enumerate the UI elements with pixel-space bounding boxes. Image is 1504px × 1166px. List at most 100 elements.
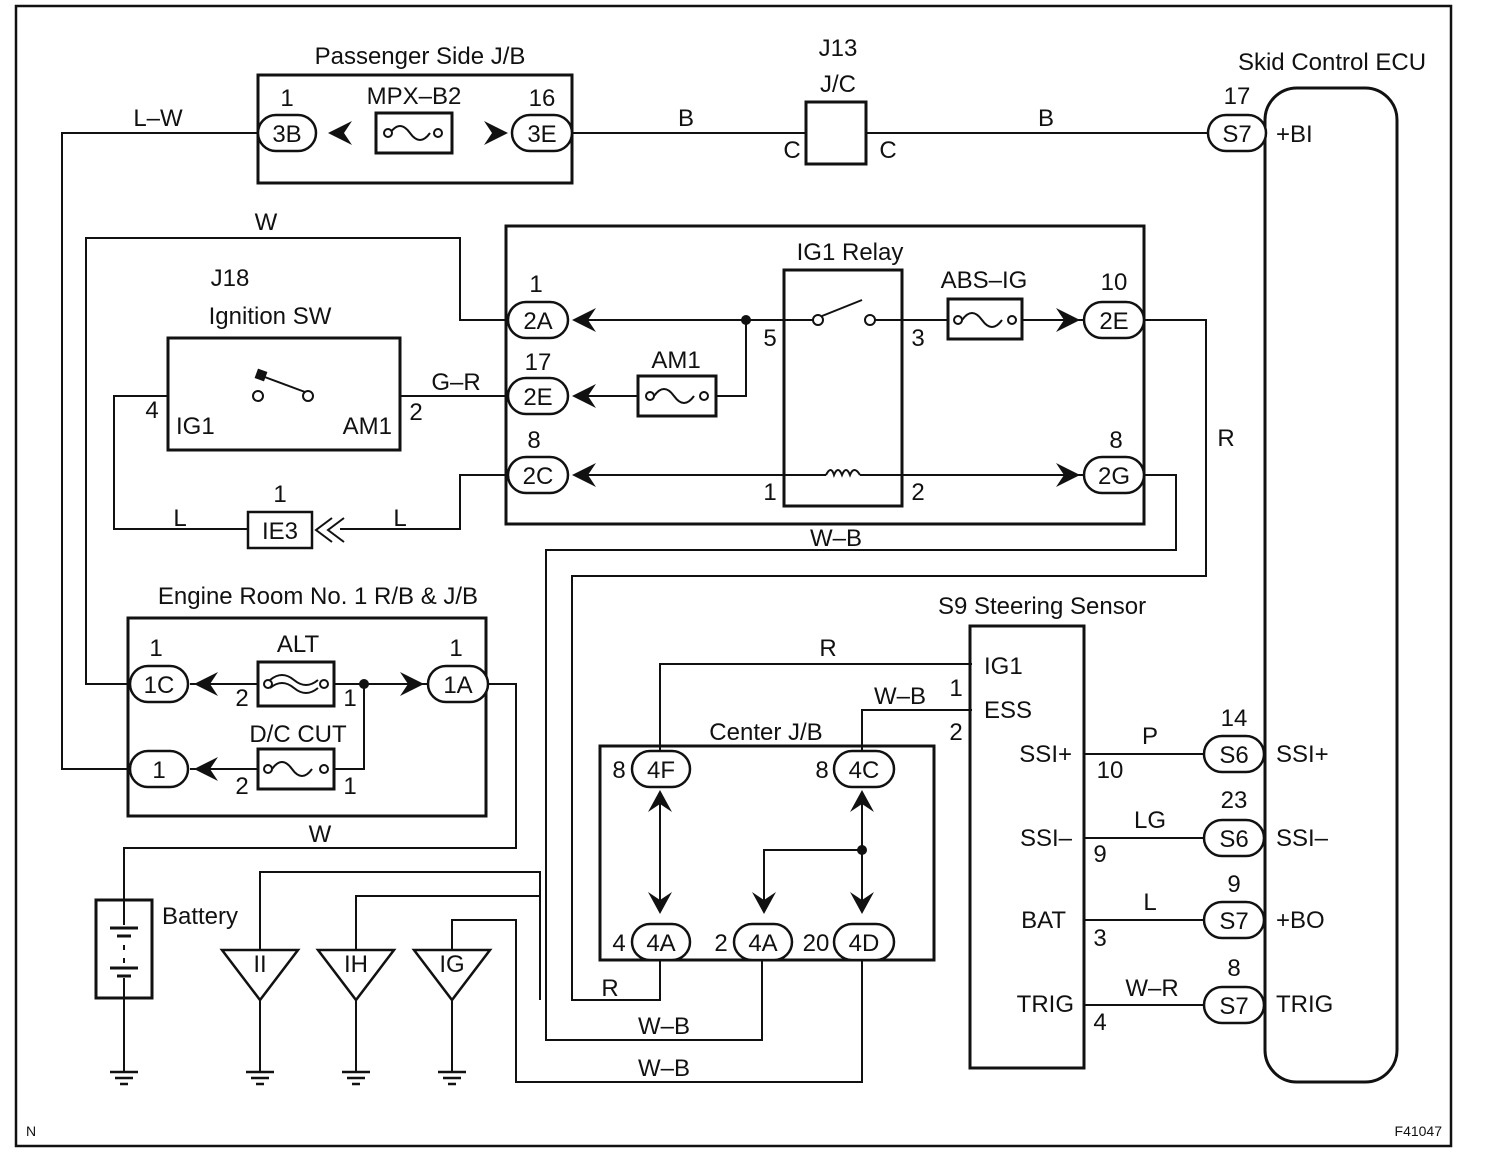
- svg-text:4A: 4A: [748, 930, 777, 957]
- svg-text:1: 1: [949, 675, 962, 702]
- svg-text:4F: 4F: [647, 757, 675, 784]
- ground-point-ih: IH: [315, 948, 397, 1003]
- svg-text:3: 3: [1093, 925, 1106, 952]
- svg-text:II: II: [253, 951, 266, 978]
- splice-dot: [741, 315, 751, 325]
- svg-text:G–R: G–R: [431, 369, 480, 396]
- svg-text:B: B: [1038, 105, 1054, 132]
- svg-text:1: 1: [763, 479, 776, 506]
- svg-text:W–B: W–B: [810, 525, 862, 552]
- wire-color-codes: L–W B B W G–R L L R W–B W R W–B P LG L W…: [133, 105, 1234, 1082]
- svg-text:3B: 3B: [272, 121, 301, 148]
- ignition-switch-contact: [252, 368, 314, 402]
- svg-text:8: 8: [527, 427, 540, 454]
- fuse-labels: MPX–B2 ABS–IG AM1 ALT D/C CUT: [249, 83, 1027, 748]
- svg-text:1: 1: [273, 481, 286, 508]
- svg-text:SSI–: SSI–: [1276, 825, 1329, 852]
- svg-text:S7: S7: [1219, 908, 1248, 935]
- svg-text:10: 10: [1097, 757, 1124, 784]
- skid-ecu-box: [1263, 86, 1399, 1084]
- svg-text:W–B: W–B: [874, 683, 926, 710]
- fuse-abs-ig: [946, 297, 1024, 341]
- svg-text:S7: S7: [1222, 121, 1251, 148]
- svg-text:SSI–: SSI–: [1020, 825, 1073, 852]
- chassis-ground-icon: [108, 1070, 140, 1086]
- svg-text:J13: J13: [819, 35, 858, 62]
- terminal-names: +BI IG1 AM1 IG1 ESS SSI+ SSI– BAT TRIG S…: [176, 121, 1333, 1018]
- svg-text:J/C: J/C: [820, 71, 856, 98]
- svg-text:Skid Control ECU: Skid Control ECU: [1238, 49, 1426, 76]
- ie3-open-arrow: [314, 517, 333, 543]
- svg-text:IH: IH: [344, 951, 368, 978]
- svg-text:5: 5: [763, 325, 776, 352]
- svg-text:SSI+: SSI+: [1276, 741, 1329, 768]
- svg-text:R: R: [819, 635, 836, 662]
- fuse-dc-cut: [256, 747, 336, 791]
- fuse-mpx-b2: [374, 111, 454, 155]
- svg-text:3E: 3E: [527, 121, 556, 148]
- svg-text:Battery: Battery: [162, 903, 238, 930]
- svg-text:BAT: BAT: [1021, 907, 1066, 934]
- svg-text:LG: LG: [1134, 807, 1166, 834]
- svg-text:20: 20: [803, 930, 830, 957]
- svg-text:L: L: [173, 505, 186, 532]
- svg-text:4: 4: [1093, 1009, 1106, 1036]
- connector-arrows: [194, 121, 1080, 914]
- svg-text:2: 2: [949, 719, 962, 746]
- svg-text:8: 8: [1227, 955, 1240, 982]
- svg-text:2A: 2A: [523, 308, 552, 335]
- svg-text:+BO: +BO: [1276, 907, 1325, 934]
- svg-text:2: 2: [409, 399, 422, 426]
- svg-text:3: 3: [911, 325, 924, 352]
- svg-text:10: 10: [1101, 269, 1128, 296]
- svg-text:IG1 Relay: IG1 Relay: [797, 239, 904, 266]
- fuse-am1: [636, 374, 718, 418]
- svg-text:W–B: W–B: [638, 1055, 690, 1082]
- svg-text:ALT: ALT: [277, 631, 320, 658]
- svg-text:SSI+: SSI+: [1019, 741, 1072, 768]
- svg-text:4A: 4A: [646, 930, 675, 957]
- figure-id: F41047: [1395, 1123, 1443, 1139]
- svg-text:17: 17: [525, 349, 552, 376]
- corner-mark: N: [26, 1123, 36, 1139]
- svg-text:IG1: IG1: [984, 653, 1023, 680]
- chassis-ground-icon: [340, 1070, 372, 1086]
- relay-contact: [812, 299, 876, 326]
- svg-text:C: C: [783, 137, 800, 164]
- svg-text:W–R: W–R: [1125, 975, 1178, 1002]
- svg-text:C: C: [879, 137, 896, 164]
- diagram-frame: [14, 4, 1453, 1148]
- svg-text:2: 2: [911, 479, 924, 506]
- svg-text:R: R: [601, 975, 618, 1002]
- fuse-alt: [256, 660, 336, 708]
- svg-text:L–W: L–W: [133, 105, 183, 132]
- svg-text:1: 1: [343, 685, 356, 712]
- svg-text:W: W: [309, 821, 332, 848]
- svg-text:2: 2: [235, 773, 248, 800]
- svg-text:2G: 2G: [1098, 463, 1130, 490]
- svg-text:4: 4: [145, 397, 158, 424]
- svg-text:14: 14: [1221, 705, 1248, 732]
- ig1-relay-box: [782, 268, 904, 508]
- connector-labels: 3B 3E S7 2A 2E 2E 2C 2G IE3 1C 1A 1 4F 4…: [144, 121, 1252, 1020]
- svg-text:1: 1: [152, 757, 165, 784]
- pin-numbers: 1 16 17 1 10 17 8 8 1 5 3 1 2 4 2 1 1 2 …: [145, 83, 1250, 1036]
- svg-text:TRIG: TRIG: [1276, 991, 1333, 1018]
- splice-dot: [359, 679, 369, 689]
- svg-text:S6: S6: [1219, 826, 1248, 853]
- svg-text:16: 16: [529, 85, 556, 112]
- svg-text:1A: 1A: [443, 672, 472, 699]
- svg-text:1: 1: [449, 635, 462, 662]
- svg-text:TRIG: TRIG: [1017, 991, 1074, 1018]
- svg-text:Center J/B: Center J/B: [709, 719, 822, 746]
- battery-symbol: [94, 898, 154, 1000]
- jc-box: [804, 100, 868, 166]
- svg-text:ABS–IG: ABS–IG: [941, 267, 1028, 294]
- svg-text:D/C CUT: D/C CUT: [249, 721, 347, 748]
- svg-text:MPX–B2: MPX–B2: [367, 83, 462, 110]
- svg-text:Passenger Side J/B: Passenger Side J/B: [315, 43, 526, 70]
- junction-c-labels: C C: [783, 137, 896, 164]
- svg-text:1: 1: [343, 773, 356, 800]
- svg-text:W–B: W–B: [638, 1013, 690, 1040]
